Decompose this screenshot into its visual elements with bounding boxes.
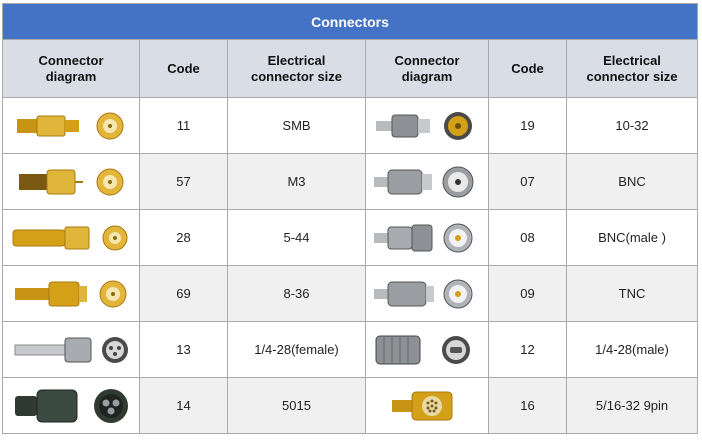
connector-diagram-cell <box>365 321 489 378</box>
smb-connector-icon <box>17 112 124 139</box>
size-cell: TNC <box>565 265 699 322</box>
code-cell: 57 <box>139 153 228 210</box>
1-4-28-female-connector-icon <box>14 336 128 363</box>
code-cell: 69 <box>139 265 228 322</box>
bnc-connector-icon <box>374 166 474 197</box>
5-16-32-9pin-connector-icon <box>392 391 453 420</box>
5-44-connector-icon <box>12 225 128 250</box>
table-row: 13 1/4-28(female) 12 1/4-28(male) <box>2 321 699 378</box>
connector-diagram-cell <box>2 209 140 266</box>
code-cell: 14 <box>139 377 228 434</box>
size-cell: M3 <box>227 153 366 210</box>
table-row: 14 5015 16 5/16-32 9pin <box>2 377 699 434</box>
10-32-connector-icon <box>376 111 472 140</box>
table-title: Connectors <box>1 3 699 40</box>
code-cell: 08 <box>488 209 567 266</box>
table-row: 11 SMB 19 10-32 <box>2 97 699 154</box>
connector-diagram-cell <box>365 265 489 322</box>
size-cell: SMB <box>227 97 366 154</box>
m3-connector-icon <box>19 168 124 195</box>
table-row: 69 8-36 09 TNC <box>2 265 699 322</box>
table-row: 28 5-44 08 BNC(male ) <box>2 209 699 266</box>
size-cell: BNC(male ) <box>565 209 699 266</box>
size-cell: 5015 <box>227 377 366 434</box>
connector-diagram-cell <box>2 265 140 322</box>
size-cell: 5/16-32 9pin <box>565 377 699 434</box>
connector-diagram-cell <box>365 153 489 210</box>
5015-connector-icon <box>15 388 128 423</box>
size-cell: BNC <box>565 153 699 210</box>
connector-diagram-cell <box>2 153 140 210</box>
size-cell: 1/4-28(female) <box>227 321 366 378</box>
1-4-28-male-connector-icon <box>375 335 470 364</box>
header-code-2: Code <box>488 39 567 98</box>
connector-diagram-cell <box>2 377 140 434</box>
size-cell: 5-44 <box>227 209 366 266</box>
8-36-connector-icon <box>15 280 127 307</box>
size-cell: 1/4-28(male) <box>565 321 699 378</box>
size-cell: 8-36 <box>227 265 366 322</box>
connector-diagram-cell <box>365 377 489 434</box>
header-code: Code <box>139 39 228 98</box>
connector-diagram-cell <box>2 321 140 378</box>
connector-diagram-cell <box>2 97 140 154</box>
tnc-connector-icon <box>374 279 473 308</box>
code-cell: 11 <box>139 97 228 154</box>
code-cell: 07 <box>488 153 567 210</box>
code-cell: 16 <box>488 377 567 434</box>
code-cell: 13 <box>139 321 228 378</box>
connector-diagram-cell <box>365 209 489 266</box>
size-cell: 10-32 <box>565 97 699 154</box>
code-cell: 09 <box>488 265 567 322</box>
code-cell: 28 <box>139 209 228 266</box>
bnc-male-connector-icon <box>374 223 473 252</box>
connector-diagram-cell <box>365 97 489 154</box>
code-cell: 12 <box>488 321 567 378</box>
table-row: 57 M3 07 BNC <box>2 153 699 210</box>
code-cell: 19 <box>488 97 567 154</box>
